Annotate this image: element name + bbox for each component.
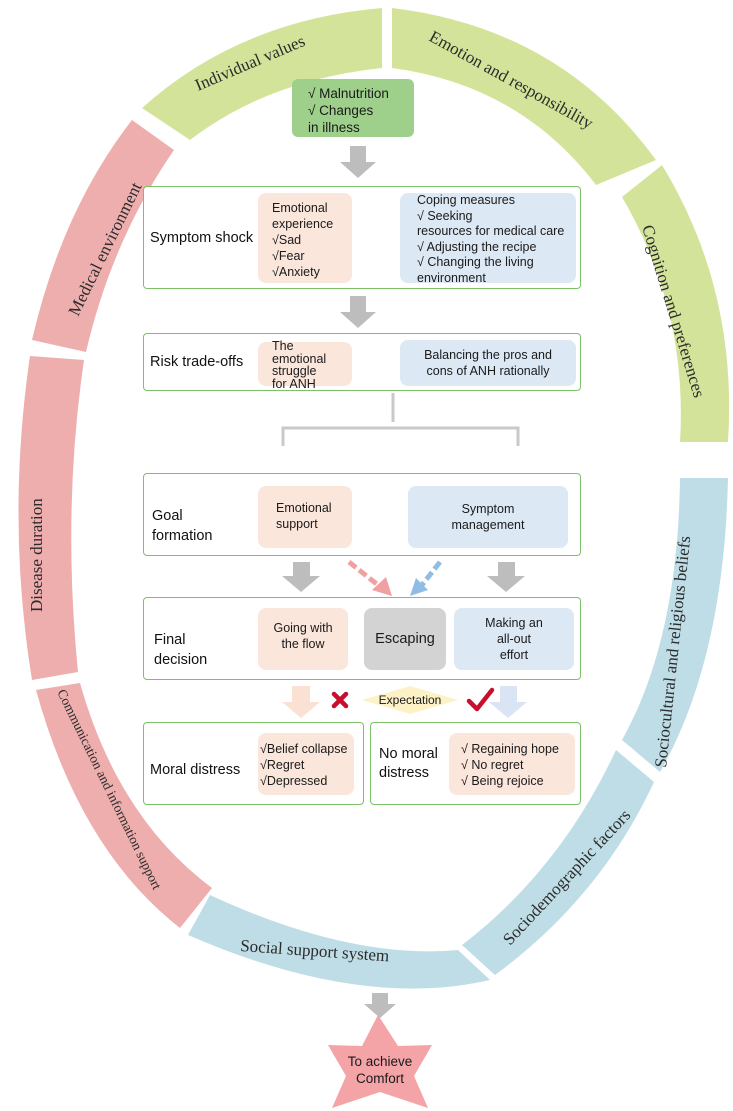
cross-icon	[331, 691, 349, 709]
emotional-struggle-box: The emotional struggle for ANH	[258, 340, 352, 390]
goal-label: To achieve Comfort	[347, 1054, 413, 1086]
stage-symptom-shock: Symptom shock Emotional experience √Sad …	[143, 186, 581, 289]
all-out-effort-box: Making an all-out effort	[454, 608, 574, 670]
coping-measures-box: Coping measures √ Seeking resources for …	[400, 193, 576, 285]
trigger-box: √ Malnutrition √ Changes in illness	[292, 79, 414, 137]
ring-segment-social-support	[188, 895, 490, 989]
stage-label: Symptom shock	[150, 230, 254, 246]
ring-label-sociodemographic: Sociodemographic factors	[499, 806, 634, 949]
arrow-down-3	[282, 562, 320, 592]
expectation-diamond	[362, 686, 458, 714]
ring-segment-disease-duration	[18, 356, 85, 680]
stage-final-decision: Final decision Going with the flow Escap…	[143, 597, 581, 680]
goal-star	[328, 1015, 432, 1108]
going-with-flow-box: Going with the flow	[258, 608, 348, 670]
ring-segment-individual-values	[142, 8, 382, 140]
rational-balance-text: Balancing the pros and cons of ANH ratio…	[424, 348, 552, 378]
emotional-support-text: Emotional support	[276, 501, 332, 531]
stage-goal-formation: Goal formation Emotional support Symptom…	[143, 473, 581, 556]
emotional-struggle-text: The emotional struggle for ANH	[272, 339, 327, 391]
stage-label: Goal formation	[152, 508, 213, 544]
symptom-management-box: Symptom management	[408, 486, 568, 548]
ring-segment-cognition-preferences	[622, 165, 730, 442]
dashed-arrow-emotional	[347, 560, 380, 587]
arrow-down-goal	[364, 993, 396, 1018]
emotional-support-box: Emotional support	[258, 486, 352, 548]
escaping-box: Escaping	[364, 608, 446, 670]
expectation-label: Expectation	[378, 693, 442, 707]
escaping-text: Escaping	[375, 631, 435, 647]
arrow-down-2	[340, 296, 376, 328]
emotional-experience-text: Emotional experience √Sad √Fear √Anxiety	[272, 201, 334, 279]
moral-distress-items-box: √Belief collapse √Regret √Depressed	[258, 733, 354, 795]
stage-moral-distress: Moral distress √Belief collapse √Regret …	[143, 722, 364, 805]
all-out-effort-text: Making an all-out effort	[485, 616, 543, 662]
check-icon	[466, 687, 495, 712]
ring-segment-communication	[36, 683, 212, 928]
ring-label-disease-duration: Disease duration	[27, 498, 46, 612]
ring-segment-emotion-responsibility	[392, 8, 656, 185]
symptom-management-text: Symptom management	[451, 502, 525, 532]
rational-balance-box: Balancing the pros and cons of ANH ratio…	[400, 340, 576, 386]
emotional-experience-box: Emotional experience √Sad √Fear √Anxiety	[258, 193, 352, 283]
stage-label: Moral distress	[150, 762, 241, 778]
no-moral-distress-items-box: √ Regaining hope √ No regret √ Being rej…	[449, 733, 575, 795]
arrow-down-flow-outcome	[282, 686, 320, 718]
stage-label: Risk trade-offs	[150, 354, 244, 370]
ring-segment-sociocultural	[622, 478, 728, 772]
stage-label: Final decision	[154, 632, 208, 668]
goal-bracket	[281, 393, 520, 446]
going-with-flow-text: Going with the flow	[273, 621, 333, 651]
ring-segment-medical-environment	[32, 120, 174, 352]
coping-measures-text: Coping measures √ Seeking resources for …	[417, 193, 565, 285]
arrow-down-4	[487, 562, 525, 592]
moral-distress-items: √Belief collapse √Regret √Depressed	[260, 742, 348, 788]
dashed-arrow-symptom	[420, 560, 442, 587]
trigger-text: √ Malnutrition √ Changes in illness	[308, 86, 389, 135]
arrow-down-effort-outcome	[489, 686, 527, 718]
stage-no-moral-distress: No moral distress √ Regaining hope √ No …	[370, 722, 581, 805]
ring-segment-sociodemographic	[462, 750, 654, 975]
stage-risk-tradeoffs: Risk trade-offs The emotional struggle f…	[143, 333, 581, 391]
arrow-down-1	[340, 146, 376, 178]
no-moral-distress-items: √ Regaining hope √ No regret √ Being rej…	[461, 742, 559, 788]
flow-arrows	[282, 146, 525, 1018]
stage-label: No moral distress	[379, 746, 438, 781]
